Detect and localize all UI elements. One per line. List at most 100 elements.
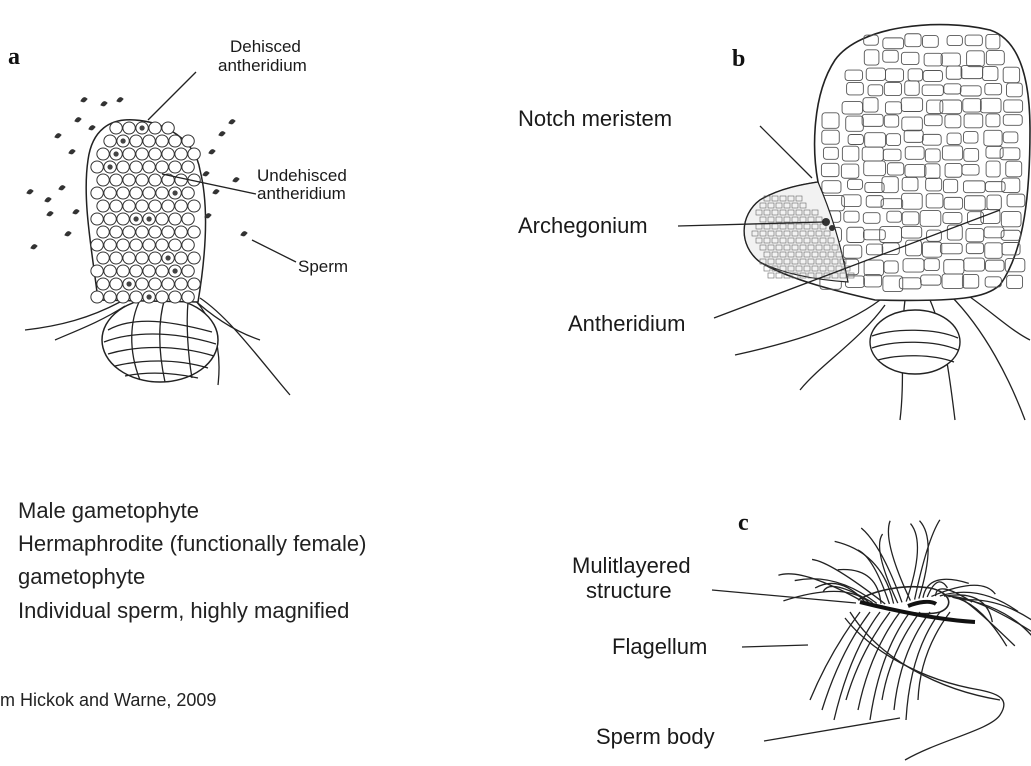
thallus-cell (136, 200, 148, 212)
thallus-cell (1007, 275, 1023, 288)
thallus-cell (91, 161, 103, 173)
label-flagellum: Flagellum (612, 634, 707, 659)
thallus-cell (143, 161, 155, 173)
thallus-cell (169, 161, 181, 173)
panel-c: c Mulitlayered structure Flagellum Sperm… (572, 510, 1031, 760)
thallus-cell (156, 213, 168, 225)
thallus-cell (169, 291, 181, 303)
thallus-cell (182, 161, 194, 173)
label-sperm: Sperm (298, 257, 348, 276)
panel-a: a Dehisced an (8, 37, 348, 395)
thallus-cell (149, 174, 161, 186)
flagellum-strand (810, 612, 860, 700)
label-dehisced-2: antheridium (218, 56, 307, 75)
thallus-cell (97, 174, 109, 186)
caption-line-3: gametophyte (18, 564, 145, 590)
sperm-speck (55, 134, 61, 138)
caption-line-1: Male gametophyte (18, 498, 199, 524)
meristem-cell (776, 273, 782, 278)
thallus-cell (169, 135, 181, 147)
meristem-cell (768, 273, 774, 278)
label-undehisced-1: Undehisced (257, 166, 347, 185)
thallus-cell (97, 252, 109, 264)
leader-sperm (252, 240, 296, 262)
thallus-cell (162, 148, 174, 160)
sperm-body-curve-2 (850, 612, 1000, 700)
sperm-speck (209, 150, 215, 154)
sperm-speck (75, 118, 81, 122)
thallus-cell (130, 239, 142, 251)
thallus-cell (117, 265, 129, 277)
leader-sperm-body (764, 718, 900, 741)
thallus-cell (110, 278, 122, 290)
coil-inner-band (908, 602, 936, 606)
leader-dehisced (148, 72, 196, 120)
thallus-cell (97, 148, 109, 160)
archegonium-marker-2 (829, 225, 835, 231)
thallus-cell (110, 200, 122, 212)
thallus-cell (104, 265, 116, 277)
panel-c-letter: c (738, 510, 749, 536)
thallus-cell (156, 239, 168, 251)
label-archegonium: Archegonium (518, 213, 648, 238)
flagellum-strand (846, 612, 890, 700)
antheridium-dot (107, 164, 112, 169)
thallus-cell (130, 161, 142, 173)
thallus-cell (136, 226, 148, 238)
thallus-cell (123, 226, 135, 238)
thallus-cell (91, 239, 103, 251)
thallus-cell (149, 148, 161, 160)
flagellum-strand (870, 612, 910, 720)
panel-c-flagella (778, 520, 1031, 720)
thallus-cell (182, 135, 194, 147)
thallus-cell (156, 291, 168, 303)
thallus-cell (175, 174, 187, 186)
thallus-cell (156, 187, 168, 199)
sperm-speck (59, 186, 65, 190)
leader-notch-meristem (760, 126, 812, 178)
label-sperm-body: Sperm body (596, 724, 715, 749)
thallus-cell (149, 226, 161, 238)
thallus-cell (91, 291, 103, 303)
label-multilayered-1: Mulitlayered (572, 553, 691, 578)
thallus-cell (156, 135, 168, 147)
thallus-cell (188, 252, 200, 264)
sperm-speck (117, 98, 123, 102)
thallus-cell (117, 213, 129, 225)
sperm-speck (89, 126, 95, 130)
antheridium-dot (146, 294, 151, 299)
sperm-speck (233, 178, 239, 182)
thallus-cell (136, 174, 148, 186)
antheridium-dot (113, 151, 118, 156)
credit-line: m Hickok and Warne, 2009 (0, 690, 216, 711)
antheridium-dot (133, 216, 138, 221)
thallus-cell (182, 213, 194, 225)
panel-b-letter: b (732, 46, 745, 72)
thallus-cell (123, 200, 135, 212)
sperm-speck (47, 212, 53, 216)
thallus-cell (188, 200, 200, 212)
flagellum-strand (778, 574, 860, 600)
thallus-cell (175, 200, 187, 212)
thallus-cell (175, 148, 187, 160)
thallus-cell (91, 213, 103, 225)
panel-b-spore-base (870, 310, 960, 374)
thallus-cell (143, 265, 155, 277)
thallus-cell (136, 148, 148, 160)
thallus-cell (104, 239, 116, 251)
label-dehisced-1: Dehisced (230, 37, 301, 56)
thallus-cell (188, 278, 200, 290)
thallus-cell (182, 187, 194, 199)
thallus-cell (110, 122, 122, 134)
thallus-cell (175, 278, 187, 290)
thallus-cell (91, 265, 103, 277)
antheridium-dot (165, 255, 170, 260)
sperm-speck (101, 102, 107, 106)
thallus-cell (143, 239, 155, 251)
thallus-cell (104, 187, 116, 199)
thallus-cell (162, 226, 174, 238)
sperm-speck (213, 190, 219, 194)
thallus-cell (175, 226, 187, 238)
thallus-cell (156, 265, 168, 277)
thallus-cell (182, 239, 194, 251)
